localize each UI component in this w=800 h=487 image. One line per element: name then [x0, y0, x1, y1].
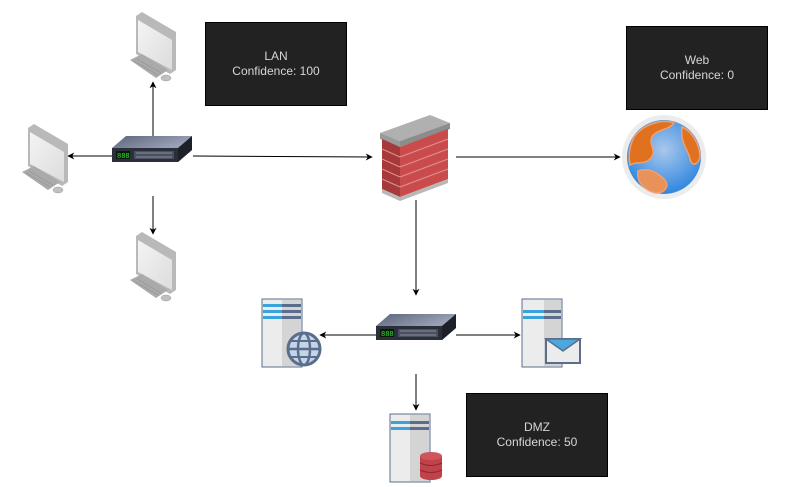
- globe-icon[interactable]: [622, 115, 706, 199]
- lan-zone-title: LAN: [264, 49, 288, 63]
- web-zone-confidence: Confidence: 0: [659, 68, 735, 82]
- web-zone-label: Web Confidence: 0: [626, 26, 768, 110]
- dmz-zone-label: DMZ Confidence: 50: [466, 393, 608, 477]
- firewall-icon[interactable]: [380, 115, 450, 201]
- svg-text:888: 888: [381, 331, 394, 339]
- mail-server-icon[interactable]: [521, 298, 583, 368]
- pc-bottom-icon[interactable]: [130, 232, 176, 302]
- database-server-icon[interactable]: [389, 413, 443, 483]
- lan-switch-icon[interactable]: 888: [112, 136, 192, 162]
- edge-lan-switch-to-firewall: [192, 153, 373, 161]
- svg-text:888: 888: [117, 153, 130, 161]
- pc-left-icon[interactable]: [22, 124, 68, 194]
- dmz-zone-confidence: Confidence: 50: [496, 435, 578, 449]
- lan-zone-confidence: Confidence: 100: [232, 64, 320, 78]
- lan-zone-label: LAN Confidence: 100: [205, 22, 347, 106]
- edges: [67, 81, 621, 411]
- web-zone-title: Web: [684, 53, 710, 67]
- web-server-icon[interactable]: [261, 298, 322, 368]
- dmz-switch-icon[interactable]: 888: [376, 314, 456, 340]
- dmz-zone-title: DMZ: [524, 420, 550, 434]
- pc-top-icon[interactable]: [130, 12, 176, 82]
